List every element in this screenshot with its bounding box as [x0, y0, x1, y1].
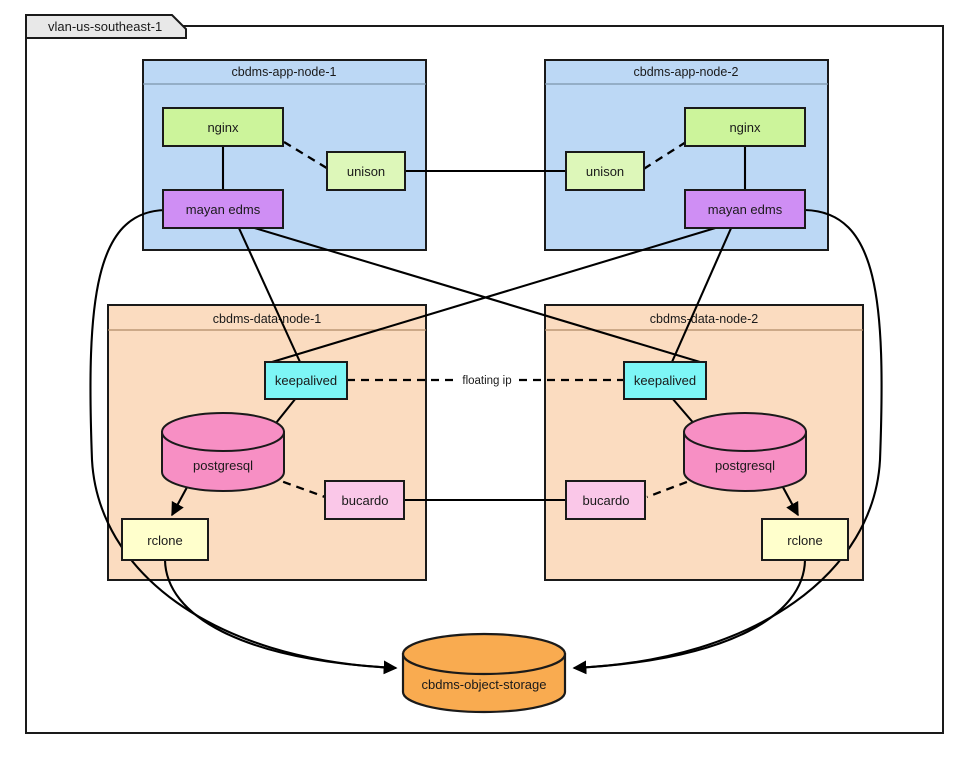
node-nginx-1-label: nginx [207, 120, 239, 135]
node-keepalived-1[interactable]: keepalived [264, 361, 348, 400]
node-object-storage[interactable]: cbdms-object-storage [401, 632, 567, 714]
node-unison-1-box[interactable] [326, 151, 406, 191]
node-keepalived-2-box[interactable] [623, 361, 707, 400]
data-node-2-title: cbdms-data-node-2 [650, 312, 758, 326]
node-bucardo-2[interactable]: bucardo [565, 480, 646, 520]
edge-mayan-edms-2-to-keepalived-2 [671, 225, 733, 363]
node-keepalived-2-label: keepalived [634, 373, 696, 388]
node-mayan-edms-1[interactable]: mayan edms [162, 189, 284, 229]
data-node-1-title: cbdms-data-node-1 [213, 312, 321, 326]
edge-label-floating-ip: floating ip [462, 375, 511, 387]
node-unison-1[interactable]: unison [326, 151, 406, 191]
node-bucardo-2-label: bucardo [583, 493, 630, 508]
edge-mayan-edms-1-to-keepalived-2 [247, 224, 701, 364]
node-keepalived-1-box[interactable] [264, 361, 348, 400]
node-bucardo-1-box[interactable] [324, 480, 405, 520]
node-mayan-edms-1-box[interactable] [162, 189, 284, 229]
edge-mayan-edms-1-to-keepalived-1 [237, 225, 301, 363]
node-object-storage-label: cbdms-object-storage [422, 677, 547, 692]
node-keepalived-1-label: keepalived [275, 373, 337, 388]
vlan-tab [25, 14, 187, 39]
node-unison-2-box[interactable] [565, 151, 645, 191]
vlan-label: vlan-us-southeast-1 [48, 19, 162, 34]
edge-postgresql-1-to-bucardo-1 [269, 475, 326, 499]
node-bucardo-2-box[interactable] [565, 480, 646, 520]
edge-rclone-1-to-object-storage [163, 559, 398, 675]
node-rclone-1-label: rclone [147, 533, 182, 548]
app-node-1-title: cbdms-app-node-1 [232, 65, 337, 79]
edge-nginx-2-to-unison-2 [641, 141, 687, 171]
node-postgresql-2-cylinder-top [683, 412, 807, 452]
node-nginx-1[interactable]: nginx [162, 107, 284, 147]
node-postgresql-1-label: postgresql [193, 458, 253, 473]
node-mayan-edms-2-label: mayan edms [708, 202, 783, 217]
node-unison-2[interactable]: unison [565, 151, 645, 191]
node-nginx-1-box[interactable] [162, 107, 284, 147]
node-rclone-1[interactable]: rclone [121, 518, 209, 561]
node-mayan-edms-2-box[interactable] [684, 189, 806, 229]
node-mayan-edms-1-label: mayan edms [186, 202, 261, 217]
node-mayan-edms-2[interactable]: mayan edms [684, 189, 806, 229]
node-rclone-2-label: rclone [787, 533, 822, 548]
node-unison-1-label: unison [347, 164, 385, 179]
edge-nginx-1-to-unison-1 [283, 141, 331, 171]
edge-mayan-edms-1-to-object-storage [89, 208, 398, 675]
node-rclone-1-box[interactable] [121, 518, 209, 561]
node-postgresql-1-cylinder-top [161, 412, 285, 452]
edge-mayan-edms-2-to-keepalived-1 [271, 224, 723, 364]
node-postgresql-2[interactable]: postgresql [683, 412, 807, 492]
node-keepalived-2[interactable]: keepalived [623, 361, 707, 400]
node-rclone-2[interactable]: rclone [761, 518, 849, 561]
vlan-frame: vlan-us-southeast-1 [25, 14, 944, 734]
node-rclone-2-box[interactable] [761, 518, 849, 561]
app-node-2-title: cbdms-app-node-2 [634, 65, 739, 79]
edge-postgresql-2-to-bucardo-2 [646, 475, 701, 499]
node-unison-2-label: unison [586, 164, 624, 179]
node-nginx-2[interactable]: nginx [684, 107, 806, 147]
node-postgresql-2-label: postgresql [715, 458, 775, 473]
node-bucardo-1[interactable]: bucardo [324, 480, 405, 520]
node-postgresql-1[interactable]: postgresql [161, 412, 285, 492]
node-object-storage-cylinder-top [401, 632, 567, 676]
vlan-border [25, 25, 944, 734]
node-bucardo-1-label: bucardo [342, 493, 389, 508]
edge-rclone-2-to-object-storage [572, 559, 807, 675]
node-nginx-2-box[interactable] [684, 107, 806, 147]
node-nginx-2-label: nginx [729, 120, 761, 135]
edge-mayan-edms-2-to-object-storage [572, 208, 883, 675]
